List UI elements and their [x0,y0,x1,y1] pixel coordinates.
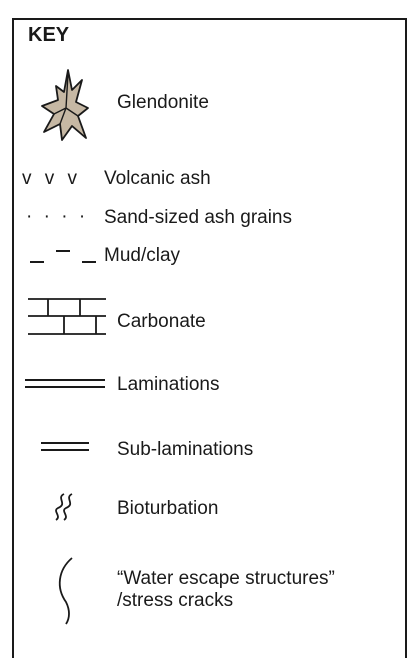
laminations-symbol [24,377,106,391]
sand-ash-symbol: · · · · [26,205,88,228]
glendonite-icon [38,68,96,143]
legend-label-water-escape: “Water escape structures” [117,568,335,590]
carbonate-symbol [26,296,108,338]
legend-label-mud-clay: Mud/clay [104,244,180,267]
legend-label-stress-cracks: /stress cracks [117,590,233,612]
legend-label-glendonite: Glendonite [117,91,209,114]
volcanic-ash-symbol: v v v [22,167,81,190]
mud-clay-symbol [28,242,100,266]
legend-label-laminations: Laminations [117,373,219,396]
bioturbation-symbol [52,492,78,522]
legend-label-carbonate: Carbonate [117,310,206,333]
key-title: KEY [28,24,69,47]
legend-label-sand-ash: Sand-sized ash grains [104,206,292,229]
sub-laminations-symbol [40,441,90,453]
legend-label-volcanic-ash: Volcanic ash [104,167,211,190]
water-escape-symbol [54,556,78,626]
legend-label-bioturbation: Bioturbation [117,497,218,520]
legend-label-sub-laminations: Sub-laminations [117,438,253,461]
